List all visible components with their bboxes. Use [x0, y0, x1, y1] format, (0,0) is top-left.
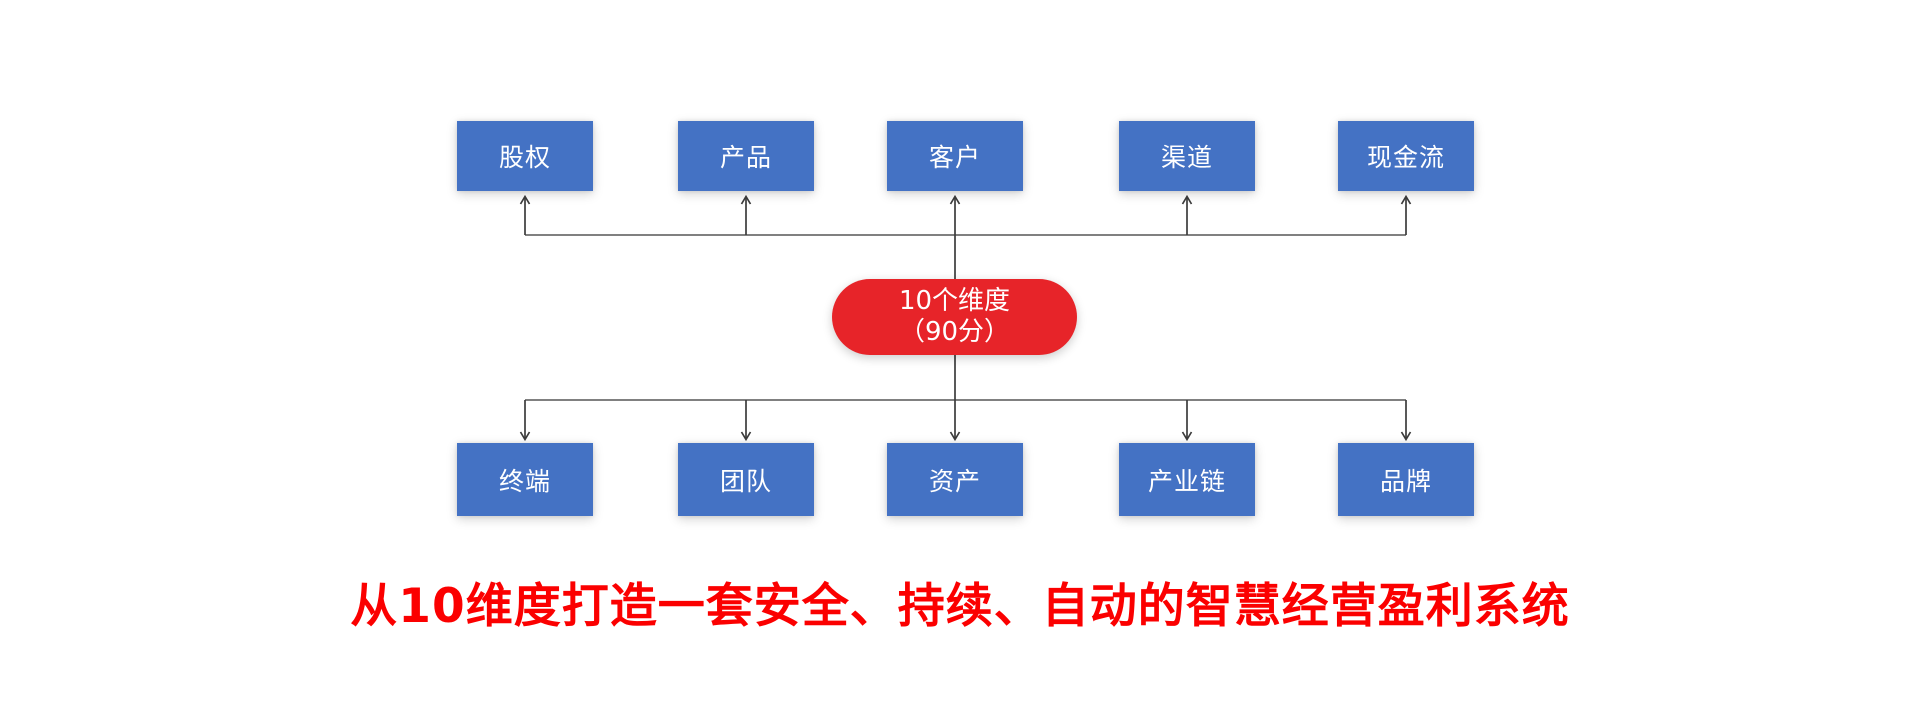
node-label: 终端 [498, 466, 551, 496]
node-customer: 客户 [887, 121, 1023, 191]
node-label: 股权 [498, 143, 551, 172]
node-label: 产品 [719, 143, 772, 172]
node-assets: 资产 [887, 443, 1023, 516]
node-label: 团队 [719, 466, 772, 496]
badge-line2: （90分） [898, 317, 1011, 347]
node-label: 产业链 [1147, 466, 1226, 496]
node-team: 团队 [678, 443, 814, 516]
node-label: 客户 [928, 143, 981, 172]
node-industry-chain: 产业链 [1119, 443, 1255, 516]
node-terminal: 终端 [457, 443, 593, 516]
node-equity: 股权 [457, 121, 593, 191]
node-label: 渠道 [1160, 143, 1213, 172]
badge-line1: 10个维度 [898, 286, 1011, 316]
node-label: 资产 [928, 466, 981, 496]
node-label: 品牌 [1379, 466, 1432, 496]
node-cashflow: 现金流 [1338, 121, 1474, 191]
center-badge: 10个维度 （90分） [832, 279, 1077, 355]
node-brand: 品牌 [1338, 443, 1474, 516]
diagram-title: 从10维度打造一套安全、持续、自动的智慧经营盈利系统 [350, 579, 1570, 634]
node-product: 产品 [678, 121, 814, 191]
node-channel: 渠道 [1119, 121, 1255, 191]
node-label: 现金流 [1366, 143, 1445, 172]
